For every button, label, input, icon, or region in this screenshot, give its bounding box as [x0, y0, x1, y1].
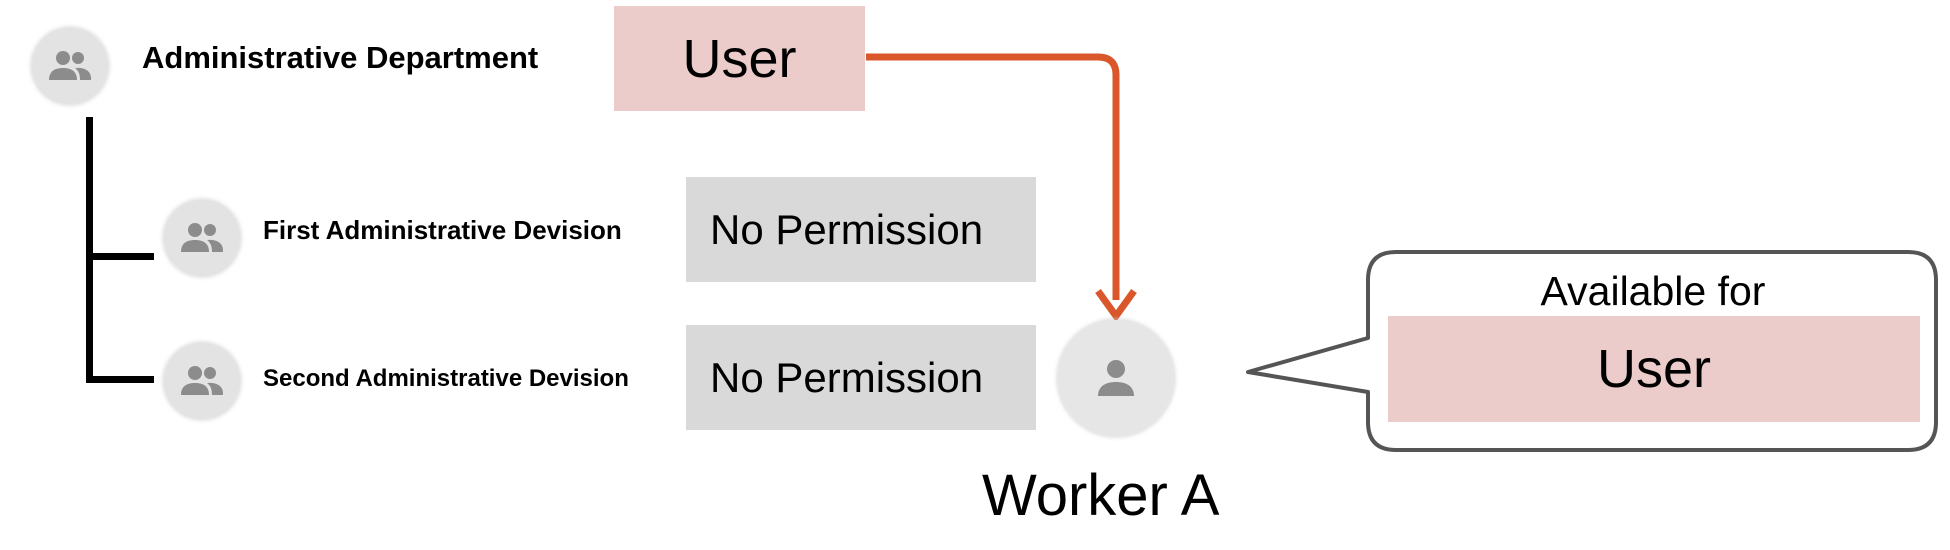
department-label-second: Second Administrative Devision	[263, 365, 629, 392]
department-label-root: Administrative Department	[142, 40, 539, 75]
department-avatar-first	[164, 200, 240, 276]
department-avatar-second	[164, 343, 240, 419]
callout-permission-label: User	[1596, 339, 1711, 399]
permission-label-first: No Permission	[710, 205, 984, 253]
permission-badge-root: User	[614, 6, 865, 111]
permission-badge-second: No Permission	[686, 325, 1036, 430]
tree-connector-branch-second	[86, 376, 154, 383]
worker-avatar	[1058, 320, 1174, 436]
permission-badge-first: No Permission	[686, 177, 1036, 282]
callout-permission-badge: User	[1388, 316, 1920, 422]
inheritance-arrow-head	[1095, 288, 1137, 322]
worker-name: Worker A	[982, 463, 1220, 528]
tree-connector-vertical	[86, 117, 93, 383]
department-label-first: First Administrative Devision	[263, 215, 622, 245]
callout-heading: Available for	[1540, 268, 1766, 314]
permission-label-root: User	[682, 28, 797, 89]
group-icon	[181, 366, 223, 395]
group-icon	[49, 51, 91, 80]
tree-connector-branch-first	[86, 253, 154, 260]
department-avatar-root	[32, 28, 108, 104]
inheritance-arrow-line	[866, 53, 1120, 300]
permission-label-second: No Permission	[710, 353, 984, 401]
group-icon	[181, 223, 223, 252]
person-icon	[1098, 360, 1134, 396]
